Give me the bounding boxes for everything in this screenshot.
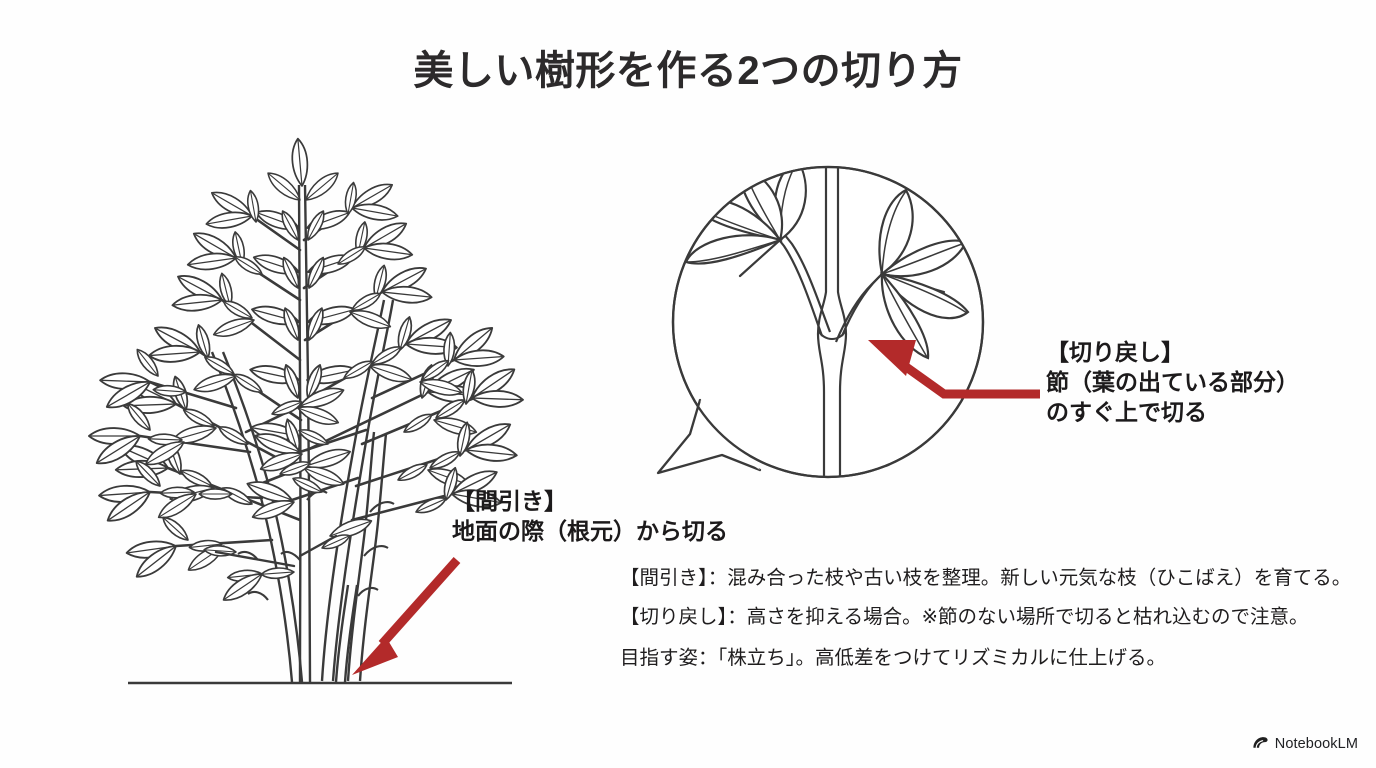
notes-block: 【間引き】：混み合った枝や古い枝を整理。新しい元気な枝（ひこばえ）を育てる。 【… bbox=[620, 567, 1352, 669]
trunk-stubs bbox=[237, 490, 395, 601]
note-line-mabiki: 【間引き】：混み合った枝や古い枝を整理。新しい元気な枝（ひこばえ）を育てる。 bbox=[620, 567, 1352, 589]
page-title: 美しい樹形を作る2つの切り方 bbox=[413, 49, 963, 93]
shrub-illustration bbox=[88, 137, 525, 685]
bubble-contents bbox=[684, 168, 970, 476]
mabiki-arrow bbox=[352, 557, 461, 675]
bubble-circle bbox=[671, 165, 985, 479]
kirimodoshi-arrow bbox=[868, 340, 1040, 399]
shrub-branches bbox=[138, 206, 474, 548]
bubble-tail bbox=[656, 398, 762, 475]
notebooklm-icon bbox=[1252, 735, 1269, 752]
footer-branding: NotebookLM bbox=[1252, 735, 1358, 752]
note-line-kirimodoshi: 【切り戻し】：高さを抑える場合。※節のない場所で切ると枯れ込むので注意。 bbox=[620, 606, 1309, 629]
note-line-goal: 目指す姿：「株立ち」。高低差をつけてリズミカルに仕上げる。 bbox=[620, 646, 1167, 669]
callout-label-kirimodoshi: 【切り戻し】 節（葉の出ている部分） のすぐ上で切る bbox=[1046, 339, 1299, 425]
shrub-trunks bbox=[210, 184, 395, 683]
callout-label-mabiki: 【間引き】 地面の際（根元）から切る bbox=[452, 488, 728, 544]
notebooklm-wordmark: NotebookLM bbox=[1274, 735, 1358, 752]
detail-bubble bbox=[656, 165, 985, 479]
